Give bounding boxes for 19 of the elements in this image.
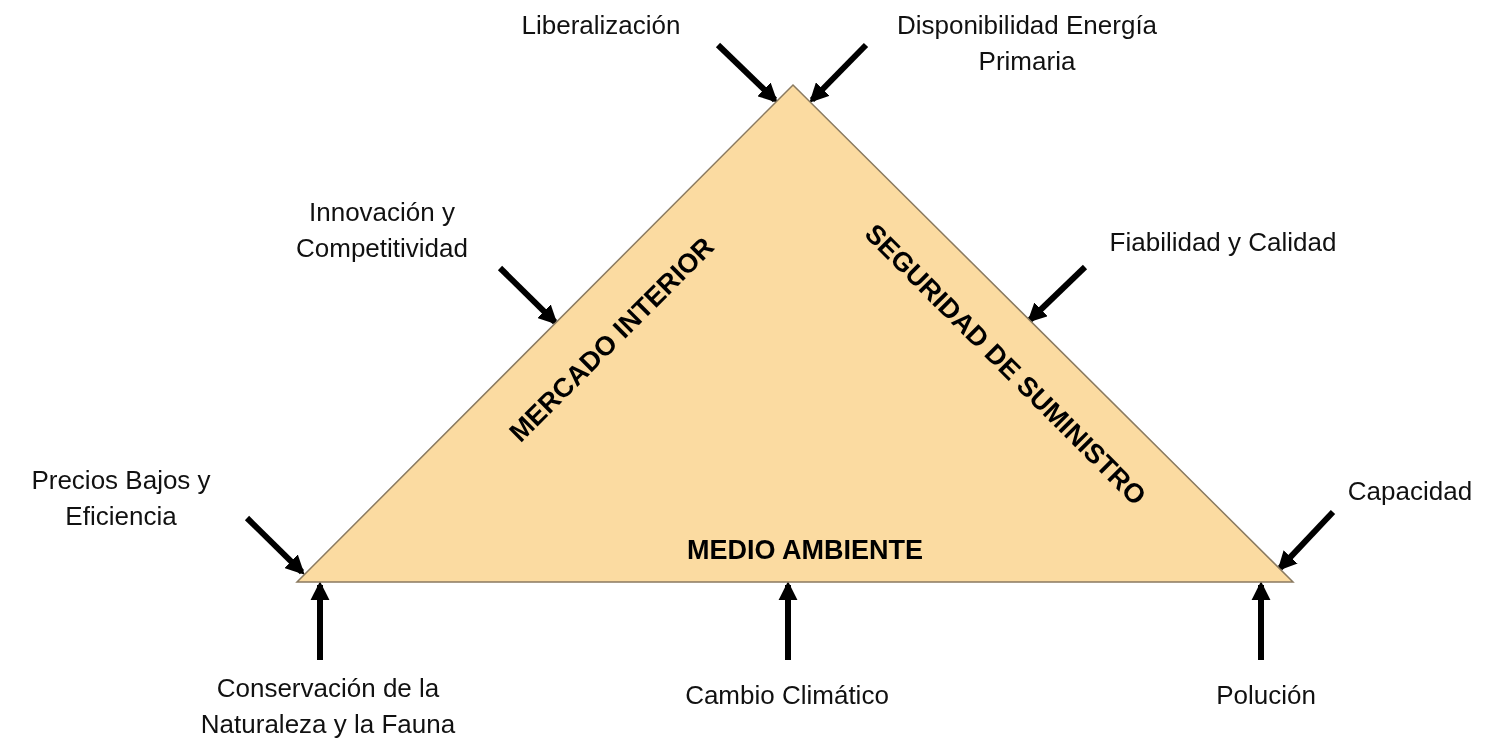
arrow — [1251, 581, 1271, 660]
arrow — [497, 265, 558, 325]
arrow — [809, 42, 869, 103]
side-label: MEDIO AMBIENTE — [687, 534, 923, 566]
arrow — [244, 515, 305, 575]
arrow — [1277, 509, 1336, 571]
factor-label: Innovación y Competitividad — [252, 194, 512, 266]
arrow — [715, 42, 778, 103]
factor-label: Cambio Climático — [647, 677, 927, 713]
factor-label: Fiabilidad y Calidad — [1073, 224, 1373, 260]
arrow — [1027, 264, 1088, 323]
factor-label: Disponibilidad Energía Primaria — [862, 7, 1192, 79]
factor-label: Conservación de la Naturaleza y la Fauna — [178, 670, 478, 741]
arrow — [310, 581, 330, 660]
factor-label: Liberalización — [471, 7, 731, 43]
factor-label: Polución — [1176, 677, 1356, 713]
factor-label: Precios Bajos y Eficiencia — [1, 462, 241, 534]
factor-label: Capacidad — [1320, 473, 1497, 509]
arrow — [778, 581, 798, 660]
